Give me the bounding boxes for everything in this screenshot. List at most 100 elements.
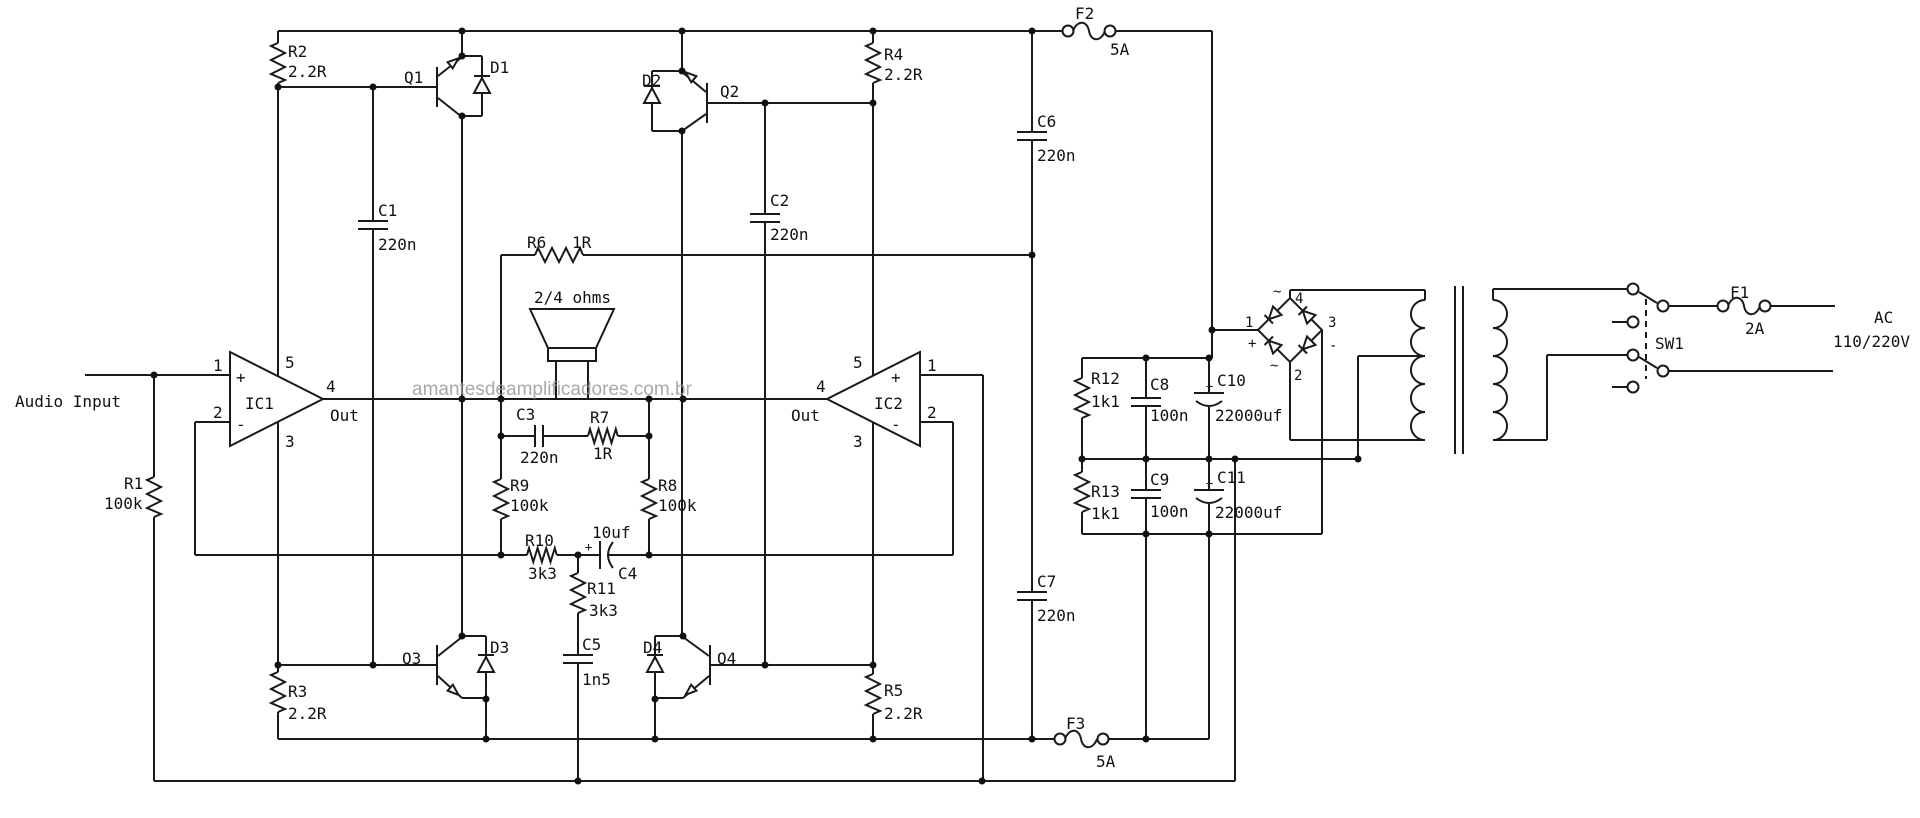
- label-r13-value: 1k1: [1091, 504, 1120, 523]
- label-d1: D1: [490, 58, 509, 77]
- fuse-f3: F3 5A: [1053, 714, 1116, 771]
- label-c7-ref: C7: [1037, 572, 1056, 591]
- label-r9-ref: R9: [510, 476, 529, 495]
- diode-d4: D4: [643, 638, 665, 673]
- label-ac-voltage: 110/220V: [1833, 332, 1910, 351]
- label-c11-ref: C11: [1217, 468, 1246, 487]
- capacitor-c6: C6 220n: [1017, 112, 1076, 165]
- label-c3-value: 220n: [520, 448, 559, 467]
- label-r2-value: 2.2R: [288, 62, 327, 81]
- label-audio-input: Audio Input: [15, 392, 121, 411]
- opamp-ic1: IC1 + - 1 2 5 3 4 Out: [213, 350, 359, 451]
- label-ac: AC: [1874, 308, 1893, 327]
- label-ic1-minus: -: [236, 415, 246, 434]
- label-c4-plus: +: [585, 540, 592, 554]
- label-r10-value: 3k3: [528, 564, 557, 583]
- label-bridge-pin1: 1: [1245, 315, 1253, 331]
- capacitor-c9: C9 100n: [1131, 470, 1189, 521]
- label-r1-ref: R1: [124, 474, 143, 493]
- diode-icon: [476, 654, 496, 673]
- resistor-r12: R12 1k1: [1072, 369, 1120, 419]
- label-ic2-pin5: 5: [853, 353, 863, 372]
- label-ic1-pin2: 2: [213, 403, 223, 422]
- bridge-diode-icon: [1267, 304, 1284, 321]
- capacitor-c1: C1 220n: [358, 201, 417, 254]
- label-q2: Q2: [720, 82, 739, 101]
- label-ic1-pin3: 3: [285, 432, 295, 451]
- capacitor-c2: C2 220n: [750, 191, 809, 244]
- label-r12-ref: R12: [1091, 369, 1120, 388]
- resistor-r7: R7 1R: [587, 408, 619, 463]
- label-ic1-plus: +: [236, 368, 246, 387]
- speaker-magnet-icon: [547, 347, 597, 362]
- label-r5-ref: R5: [884, 681, 903, 700]
- label-q1: Q1: [404, 68, 423, 87]
- label-c11-plus: +: [1206, 476, 1213, 490]
- label-r2-ref: R2: [288, 42, 307, 61]
- capacitor-c5: C5 1n5: [563, 635, 611, 689]
- label-r3-ref: R3: [288, 682, 307, 701]
- emitter-arrow-icon: [683, 682, 699, 697]
- emitter-arrow-icon: [445, 56, 461, 71]
- label-c8-ref: C8: [1150, 375, 1169, 394]
- watermark: amantesdeamplificadores.com.br: [412, 379, 693, 400]
- label-bridge-pin3: 3: [1328, 315, 1336, 331]
- resistor-r8: R8 100k: [639, 476, 697, 520]
- label-ic1-ref: IC1: [245, 394, 274, 413]
- resistor-r1: R1 100k: [104, 474, 164, 518]
- label-f3-value: 5A: [1096, 752, 1116, 771]
- label-c5-ref: C5: [582, 635, 601, 654]
- transistor-q1: Q1: [404, 56, 461, 87]
- opamp-ic2: IC2 + - 1 2 5 3 4 Out: [791, 350, 937, 451]
- label-c4-ref: C4: [618, 564, 637, 583]
- label-r5-value: 2.2R: [884, 704, 923, 723]
- label-ic2-minus: -: [891, 415, 901, 434]
- label-ic1-pin5: 5: [285, 353, 295, 372]
- label-d4: D4: [643, 638, 662, 657]
- diode-icon: [472, 75, 492, 94]
- label-ic1-pin1: 1: [213, 356, 223, 375]
- bridge-diode-icon: [1267, 339, 1284, 356]
- label-ic2-out: Out: [791, 406, 820, 425]
- resistor-r6: R6 1R: [527, 233, 592, 265]
- junction-dots: [150, 27, 1362, 785]
- label-ic2-pin1: 1: [927, 356, 937, 375]
- label-r4-value: 2.2R: [884, 65, 923, 84]
- resistor-r13: R13 1k1: [1072, 471, 1120, 523]
- label-ic2-pin3: 3: [853, 432, 863, 451]
- label-c1-value: 220n: [378, 235, 417, 254]
- resistor-r2: R2 2.2R: [268, 42, 327, 84]
- diode-icon: [645, 654, 665, 673]
- label-bridge-pin4: 4: [1295, 291, 1303, 307]
- label-ic2-pin4: 4: [816, 377, 826, 396]
- label-f3-ref: F3: [1066, 714, 1085, 733]
- diode-d2: D2: [642, 71, 662, 104]
- label-c2-value: 220n: [770, 225, 809, 244]
- capacitor-c11: + C11 22000uf: [1194, 468, 1282, 522]
- label-r6-ref: R6: [527, 233, 546, 252]
- secondary-winding-icon: [1410, 299, 1426, 441]
- label-bridge-ac-top: ~: [1273, 284, 1281, 300]
- label-r8-value: 100k: [658, 496, 697, 515]
- capacitor-c7: C7 220n: [1017, 572, 1076, 625]
- label-c10-plus: +: [1206, 379, 1213, 393]
- label-r11-ref: R11: [587, 579, 616, 598]
- label-q3: Q3: [402, 649, 421, 668]
- label-r7-ref: R7: [590, 408, 609, 427]
- opamp-triangle-icon: [824, 350, 921, 448]
- label-c2-ref: C2: [770, 191, 789, 210]
- emitter-arrow-icon: [445, 682, 461, 697]
- bridge-rectifier: 1 + 4 ~ 3 - 2 ~: [1245, 284, 1337, 384]
- label-c9-ref: C9: [1150, 470, 1169, 489]
- label-f2-ref: F2: [1075, 4, 1094, 23]
- capacitor-c3: C3 220n: [516, 405, 559, 467]
- capacitor-c10: + C10 22000uf: [1194, 371, 1282, 425]
- capacitor-c8: C8 100n: [1131, 375, 1189, 425]
- switch-sw1: SW1: [1626, 282, 1684, 394]
- label-r6-value: 1R: [572, 233, 592, 252]
- label-bridge-plus: +: [1248, 336, 1256, 352]
- label-ic2-pin2: 2: [927, 403, 937, 422]
- resistor-r11: R11 3k3: [568, 572, 618, 620]
- label-c1-ref: C1: [378, 201, 397, 220]
- diode-icon: [642, 85, 662, 104]
